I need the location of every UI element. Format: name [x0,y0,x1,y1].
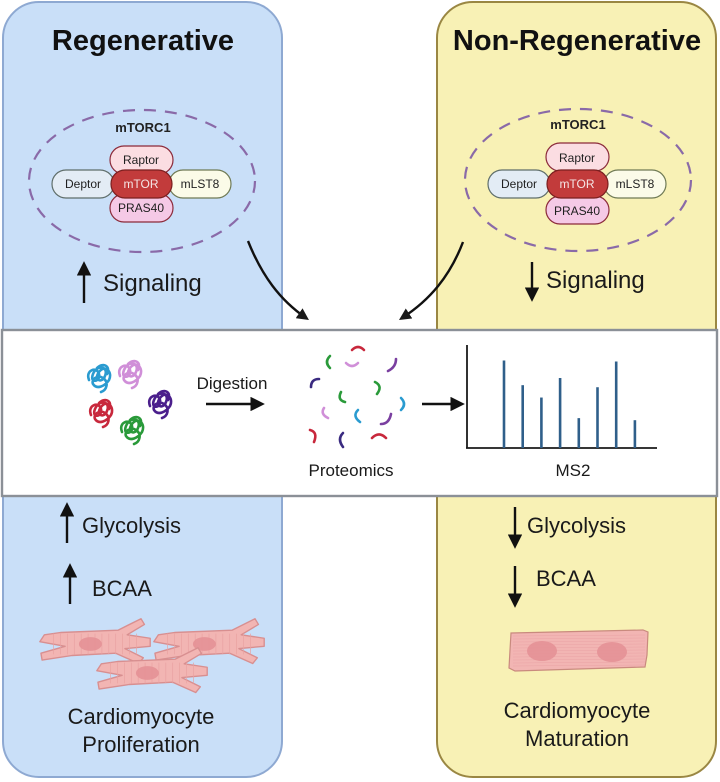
raptor-label: Raptor [559,151,595,165]
myofibril-stripe [512,640,646,643]
outcome-line1-right: Cardiomyocyte [504,698,651,723]
protein-scribble [147,389,173,420]
protein-scribble [88,398,114,429]
proteomics-label: Proteomics [308,461,393,480]
mtorc1-complex-left: mTORC1 Deptor mLST8 Raptor PRAS40 mTOR [27,108,257,254]
peptide-fragment [370,433,388,440]
nucleus [527,641,557,661]
peptide-fragment [308,428,317,444]
myofibril-stripe [512,637,646,640]
cardiomyocyte-cell [39,618,151,665]
regenerative-title: Regenerative [52,25,234,57]
pras40-label: PRAS40 [554,204,600,218]
outcome-line2-right: Maturation [525,726,629,751]
peptide-fragment [344,361,360,368]
peptide-fragment [379,412,393,426]
cardiomyocyte-cell [96,647,208,694]
signaling-label-right: Signaling [546,267,645,294]
deptor-label: Deptor [501,177,537,191]
proliferating-cardiomyocytes [39,618,265,694]
mlst8-label: mLST8 [616,177,655,191]
signaling-label-left: Signaling [103,270,202,297]
intact-proteins [86,359,173,446]
protein-scribble [86,363,112,394]
myofibril-stripe [512,634,646,637]
mtor-label: mTOR [559,177,594,191]
protein-scribble [117,359,143,390]
protein-scribble [119,415,145,446]
outcome-line2-left: Proliferation [82,732,199,757]
peptide-fragment [338,390,347,404]
glycolysis-label-left: Glycolysis [82,513,181,538]
peptide-fragment [325,354,332,370]
bcaa-label-left: BCAA [92,576,152,601]
peptide-fragment [373,380,381,396]
nonregenerative-title: Non-Regenerative [453,25,701,57]
mtor-subunit [546,169,609,199]
mtor-subunit [110,169,173,199]
raptor-label: Raptor [123,153,159,167]
nucleus [78,637,102,651]
nucleus [135,666,159,680]
peptide-fragment [338,431,345,449]
peptide-fragments [308,345,406,449]
outcome-line1-left: Cardiomyocyte [68,704,215,729]
bcaa-label-right: BCAA [536,566,596,591]
ms2-label: MS2 [556,461,591,480]
peptide-fragment [350,345,366,352]
mtorc1-complex-right: mTORC1 Deptor mLST8 Raptor PRAS40 mTOR [463,107,693,253]
nucleus [597,642,627,662]
mature-cardiomyocyte [508,629,649,672]
digestion-label: Digestion [197,374,268,393]
peptide-fragment [309,377,321,389]
mlst8-label: mLST8 [181,177,220,191]
myofibril-stripe [512,661,646,664]
curved-arrow-left-icon [246,240,309,321]
peptide-fragment [386,357,398,373]
ms2-spectrum-chart [466,345,657,449]
curved-arrow-right-icon [398,241,465,320]
myofibril-stripe [512,664,646,667]
peptide-fragment [354,408,362,424]
glycolysis-label-right: Glycolysis [527,513,626,538]
deptor-label: Deptor [65,177,101,191]
complex-title: mTORC1 [115,120,170,135]
complex-title: mTORC1 [550,117,605,132]
peptide-fragment [321,406,330,420]
pras40-label: PRAS40 [118,201,164,215]
peptide-fragment [399,396,406,412]
complex-boundary [463,107,693,253]
complex-boundary [27,108,257,254]
mtor-label: mTOR [123,177,158,191]
